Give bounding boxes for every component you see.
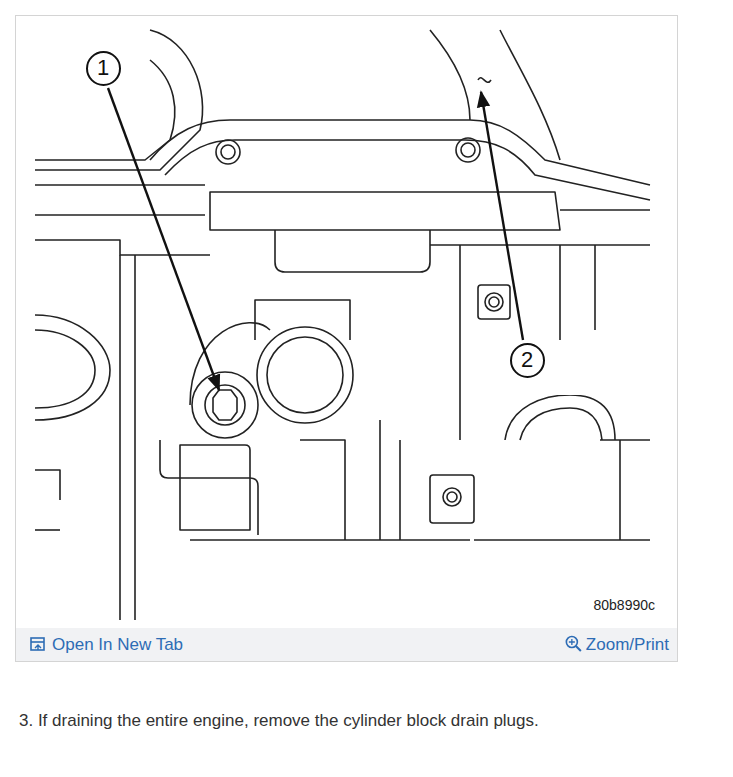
drawing-part [474,539,650,541]
drawing-part [559,245,561,340]
drawing-part [399,440,401,540]
callout-text: 1 [97,57,109,79]
drawing-part [35,470,60,500]
tab-icon-arrow [35,645,41,650]
drawing-part [190,539,470,541]
zoom-icon [566,637,577,648]
drawing-part [600,439,650,441]
link-text: Open In New Tab [52,636,183,653]
callout-number: 2 [510,343,545,378]
drawing-part [257,327,353,423]
drawing-part [35,30,203,170]
drawing-part [35,330,95,408]
drawing-part [500,30,560,160]
drawing-part [35,315,110,420]
drawing-part [35,184,205,186]
drawing-part [210,192,560,230]
drawing-part [165,140,650,200]
drawing-part [16,16,678,662]
drawing-part [134,255,136,620]
drawing-part [447,492,457,502]
figure-code: 80b8990c [593,597,655,614]
drawing-part [379,420,381,540]
drawing-part [478,285,510,319]
drawing-part [430,475,474,523]
drawing-part [119,255,121,620]
drawing-part [478,78,491,83]
drawing-part [213,390,237,420]
drawing-part [505,395,615,440]
drawing-part [540,345,640,395]
drawing-part [192,372,258,438]
drawing-part [35,529,60,531]
tab-icon [31,638,44,650]
drawing-part [35,214,205,216]
zoom-icon-handle [576,646,581,651]
drawing-part [300,440,345,540]
drawing-part [443,488,461,506]
drawing-part [108,88,219,390]
drawing-part [520,408,602,440]
drawing-part [205,385,245,425]
callout-text: 2 [521,349,533,371]
drawing-part [430,244,650,246]
drawing-part [160,440,258,535]
drawing-part [456,138,480,162]
drawing-part [275,230,430,272]
link-bar: Open In New Tab Zoom/Print [16,628,677,661]
drawing-part [481,92,523,340]
drawing-part [150,120,650,185]
drawing-part [619,440,621,540]
instruction-step: 3. If draining the entire engine, remove… [19,711,539,731]
drawing-part [267,337,343,413]
zoom-text: Zoom/Print [586,636,669,653]
drawing-part [35,240,210,255]
drawing-part [594,245,596,330]
drawing-part [485,293,503,311]
leader-lines [108,88,523,390]
drawing-part [560,209,650,211]
callout-number: 1 [86,51,121,86]
drawing-part [255,300,350,340]
tab-icon-line [31,641,44,643]
drawing-part [180,445,250,530]
engine-block [35,30,650,620]
drawing-part [221,145,235,159]
drawing-part [430,30,470,120]
drawing-part [461,143,475,157]
drawing-part [216,140,240,164]
drawing-part [459,245,461,440]
zoom-icon-plus [569,639,575,645]
drawing-part [489,297,499,307]
